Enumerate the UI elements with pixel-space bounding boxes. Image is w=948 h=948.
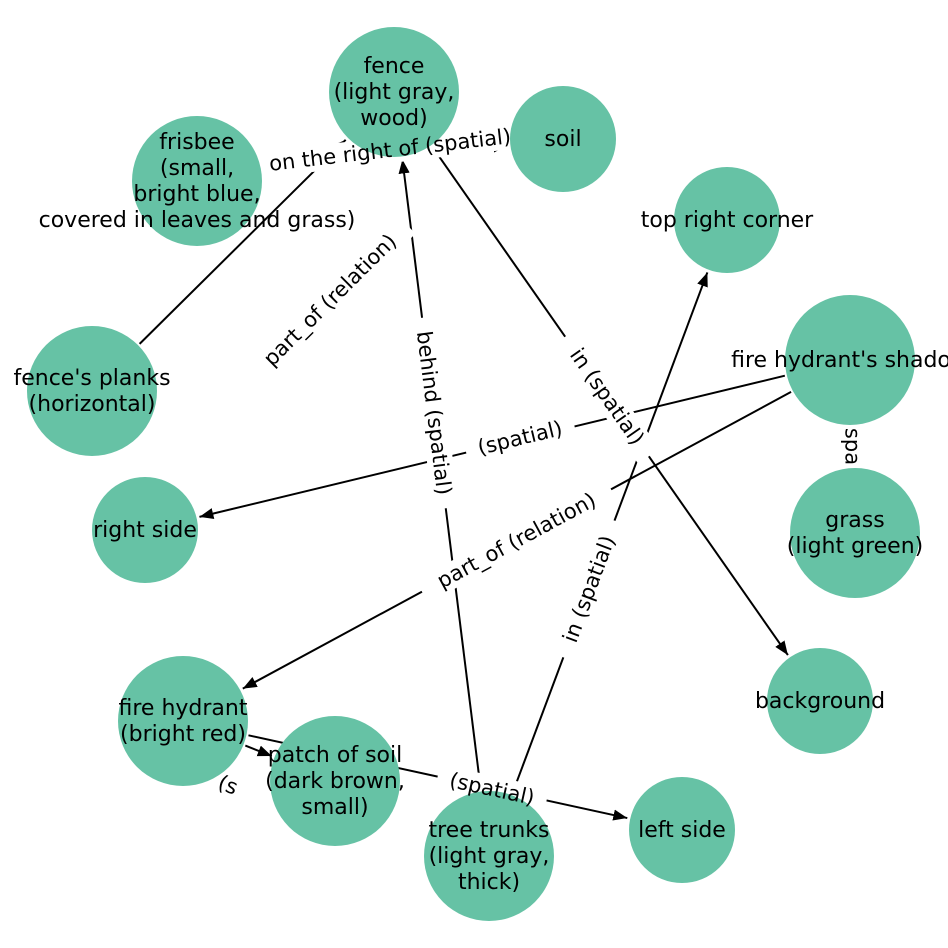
node-circle <box>270 716 400 846</box>
edge-label-background <box>554 329 660 464</box>
edge-label-background <box>462 412 578 464</box>
node-hydrant-shadow[interactable] <box>785 295 915 425</box>
node-circle <box>27 326 157 456</box>
node-label: background <box>755 689 885 714</box>
node-label: tree trunks(light gray,thick) <box>428 818 549 895</box>
node-circle <box>424 791 554 921</box>
node-label: fire hydrant(bright red) <box>119 696 248 747</box>
node-circle <box>790 468 920 598</box>
node-circle <box>510 86 616 192</box>
node-label: top right corner <box>641 208 814 233</box>
node-label: fire hydrant's shadow <box>731 348 948 373</box>
node-label: soil <box>544 127 581 152</box>
edge-label: part_of (relation) <box>259 229 402 371</box>
node-fence-planks[interactable] <box>27 326 157 456</box>
edge-label-background <box>409 316 459 510</box>
node-left-side[interactable] <box>629 777 735 883</box>
node-circle <box>767 648 873 754</box>
edge-fire_hydrant-patch_of_soil <box>244 744 273 757</box>
node-top-right-corner[interactable] <box>674 167 780 273</box>
node-circle <box>92 477 198 583</box>
edge-label-background <box>244 215 416 385</box>
node-background[interactable] <box>767 648 873 754</box>
node-circle <box>118 656 248 786</box>
node-circle <box>329 27 459 157</box>
node-circle <box>785 295 915 425</box>
node-label: grass(light green) <box>787 508 923 559</box>
node-grass[interactable] <box>790 468 920 598</box>
edge-label: in (spatial) <box>565 344 649 450</box>
edge-label-background <box>208 767 248 803</box>
edge-label-background <box>415 477 618 604</box>
edge-label: (spatial) <box>475 416 565 460</box>
edge-label: behind (spatial) <box>412 330 456 497</box>
edge-label-background <box>839 425 866 468</box>
node-label: left side <box>638 818 726 843</box>
edge-label: in (spatial) <box>558 532 620 645</box>
node-label: patch of soil(dark brown,small) <box>265 743 405 820</box>
node-label: right side <box>93 518 197 543</box>
node-tree-trunks[interactable] <box>424 791 554 921</box>
node-fire-hydrant[interactable] <box>118 656 248 786</box>
node-label: fence(light gray,wood) <box>334 54 455 131</box>
node-label: frisbee(small,bright blue,covered in lea… <box>39 130 356 233</box>
node-circle <box>629 777 735 883</box>
node-circle <box>132 116 262 246</box>
node-label: fence's planks(horizontal) <box>13 366 170 417</box>
node-patch-of-soil[interactable] <box>270 716 400 846</box>
edge-fence_planks-fence <box>138 139 347 345</box>
node-circle <box>674 167 780 273</box>
node-fence[interactable] <box>329 27 459 157</box>
edge-label-background <box>551 516 627 662</box>
node-soil[interactable] <box>510 86 616 192</box>
edge-label: spa <box>841 428 865 465</box>
node-frisbee[interactable] <box>132 116 262 246</box>
node-right-side[interactable] <box>92 477 198 583</box>
